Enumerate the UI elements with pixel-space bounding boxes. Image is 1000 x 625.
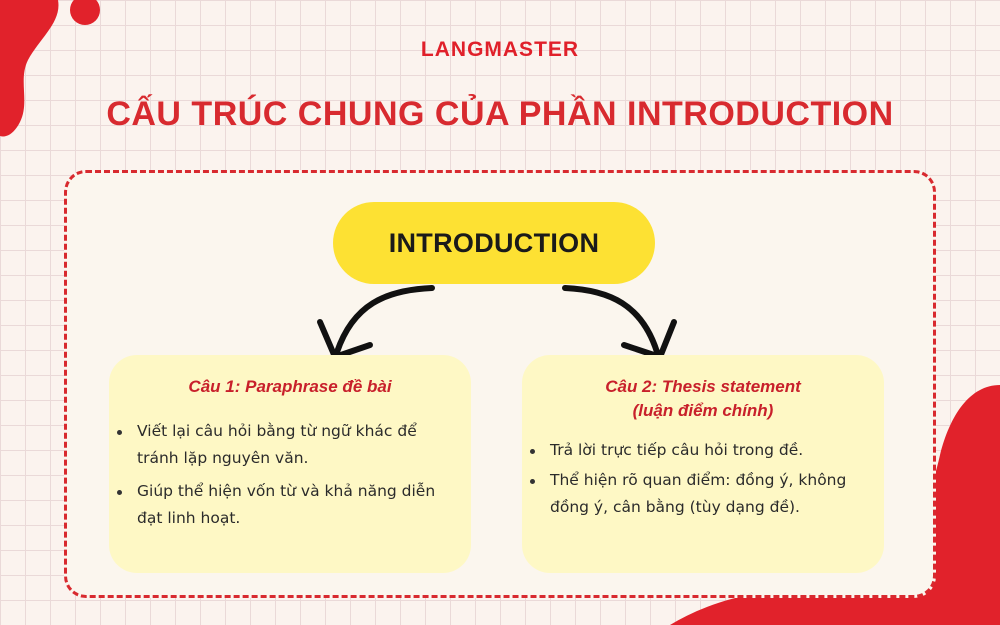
page-title: CẤU TRÚC CHUNG CỦA PHẦN INTRODUCTION xyxy=(106,95,894,133)
card-paraphrase: Câu 1: Paraphrase đề bài Viết lại câu hỏ… xyxy=(109,355,471,573)
list-item: Giúp thể hiện vốn từ và khả năng diễn đạ… xyxy=(109,478,461,532)
bullet-list: Viết lại câu hỏi bằng từ ngữ khác để trá… xyxy=(109,418,471,532)
card-title-line: Câu 2: Thesis statement xyxy=(605,377,801,396)
card-title: Câu 2: Thesis statement (luận điểm chính… xyxy=(522,375,884,423)
card-title-line: Câu 1: Paraphrase đề bài xyxy=(188,377,392,396)
introduction-node: INTRODUCTION xyxy=(333,202,655,284)
card-title: Câu 1: Paraphrase đề bài xyxy=(109,375,471,399)
arrow-left xyxy=(334,285,435,355)
bullet-list: Trả lời trực tiếp câu hỏi trong đề. Thể … xyxy=(522,437,884,521)
card-title-line: (luận điểm chính) xyxy=(632,401,774,420)
list-item: Trả lời trực tiếp câu hỏi trong đề. xyxy=(522,437,862,464)
arrow-right xyxy=(562,285,660,355)
list-item: Thể hiện rõ quan điểm: đồng ý, không đồn… xyxy=(522,467,862,521)
red-blob-top-left-decoration xyxy=(0,0,100,137)
brand-logo: LANGMASTER xyxy=(420,38,580,61)
list-item: Viết lại câu hỏi bằng từ ngữ khác để trá… xyxy=(109,418,461,472)
card-thesis-statement: Câu 2: Thesis statement (luận điểm chính… xyxy=(522,355,884,573)
